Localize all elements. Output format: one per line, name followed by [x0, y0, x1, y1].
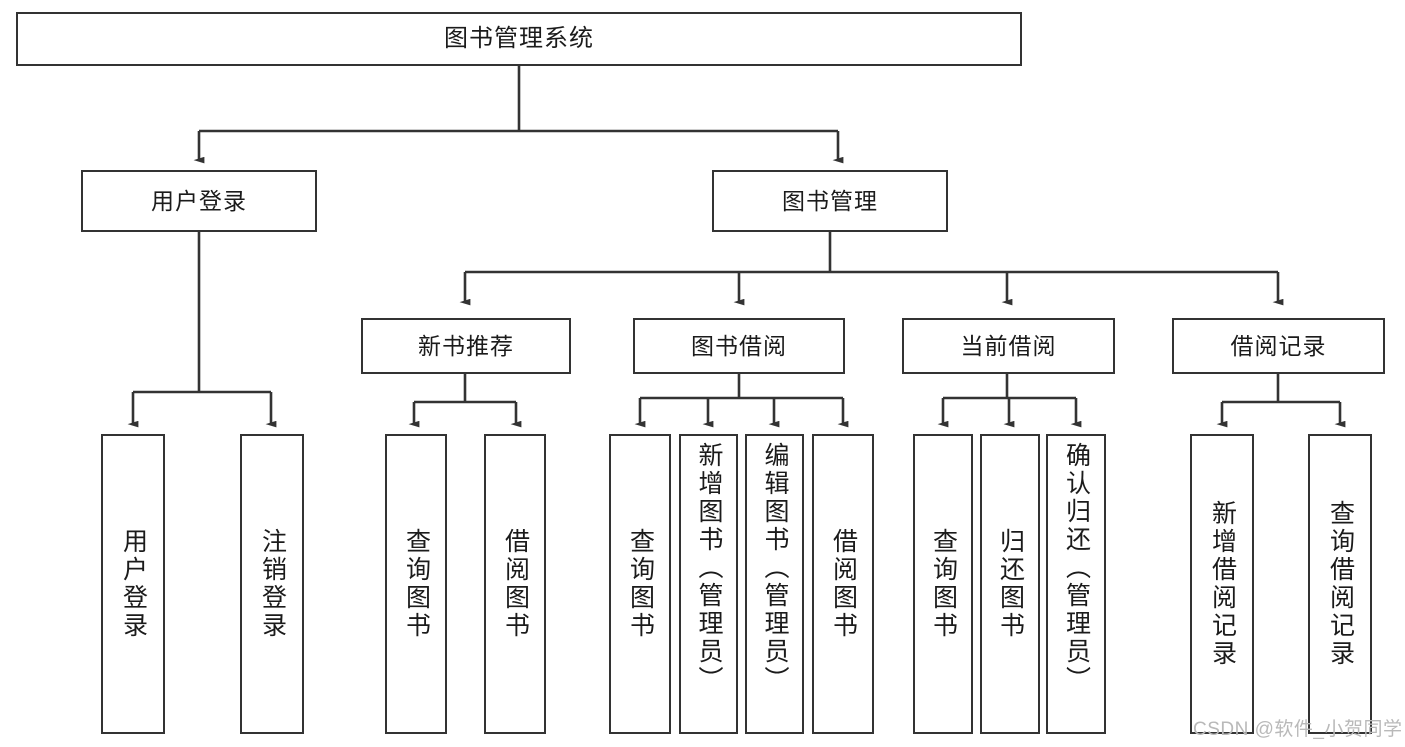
node-new-book-recommend-label: 新书推荐 [418, 332, 514, 359]
node-leaf-add-book-label: 新增图书（管理员） [695, 442, 723, 694]
node-leaf-query-book-2[interactable]: 查询图书 [609, 434, 671, 734]
node-leaf-query-book-1-label: 查询图书 [402, 528, 431, 640]
node-leaf-query-book-3[interactable]: 查询图书 [913, 434, 973, 734]
node-book-management[interactable]: 图书管理 [712, 170, 948, 232]
node-leaf-borrow-book-2-label: 借阅图书 [829, 528, 858, 640]
node-leaf-borrow-book-1-label: 借阅图书 [501, 528, 530, 640]
node-borrow-record-label: 借阅记录 [1230, 332, 1327, 359]
node-leaf-query-book-2-label: 查询图书 [626, 528, 655, 640]
node-leaf-query-book-3-label: 查询图书 [929, 528, 958, 640]
node-leaf-query-record[interactable]: 查询借阅记录 [1308, 434, 1372, 734]
node-leaf-user-login-label: 用户登录 [119, 528, 148, 640]
node-user-login-label: 用户登录 [151, 187, 247, 214]
node-leaf-logout-label: 注销登录 [258, 528, 287, 640]
node-leaf-add-record-label: 新增借阅记录 [1208, 500, 1237, 668]
node-book-borrow[interactable]: 图书借阅 [633, 318, 845, 374]
node-leaf-add-book[interactable]: 新增图书（管理员） [679, 434, 738, 734]
node-leaf-confirm-return[interactable]: 确认归还（管理员） [1046, 434, 1106, 734]
node-leaf-edit-book[interactable]: 编辑图书（管理员） [745, 434, 804, 734]
node-current-borrow-label: 当前借阅 [960, 332, 1057, 359]
node-new-book-recommend[interactable]: 新书推荐 [361, 318, 571, 374]
node-leaf-query-book-1[interactable]: 查询图书 [385, 434, 447, 734]
node-leaf-return-book[interactable]: 归还图书 [980, 434, 1040, 734]
node-leaf-query-record-label: 查询借阅记录 [1326, 500, 1355, 668]
node-leaf-borrow-book-2[interactable]: 借阅图书 [812, 434, 874, 734]
node-root-label: 图书管理系统 [444, 25, 594, 53]
node-leaf-borrow-book-1[interactable]: 借阅图书 [484, 434, 546, 734]
node-leaf-confirm-return-label: 确认归还（管理员） [1062, 442, 1091, 694]
node-borrow-record[interactable]: 借阅记录 [1172, 318, 1385, 374]
node-book-management-label: 图书管理 [782, 187, 878, 214]
node-leaf-edit-book-label: 编辑图书（管理员） [761, 442, 789, 694]
node-leaf-logout[interactable]: 注销登录 [240, 434, 304, 734]
node-root[interactable]: 图书管理系统 [16, 12, 1022, 66]
node-leaf-user-login[interactable]: 用户登录 [101, 434, 165, 734]
node-leaf-return-book-label: 归还图书 [996, 528, 1025, 640]
node-current-borrow[interactable]: 当前借阅 [902, 318, 1115, 374]
node-book-borrow-label: 图书借阅 [691, 332, 787, 359]
node-user-login[interactable]: 用户登录 [81, 170, 317, 232]
node-leaf-add-record[interactable]: 新增借阅记录 [1190, 434, 1254, 734]
